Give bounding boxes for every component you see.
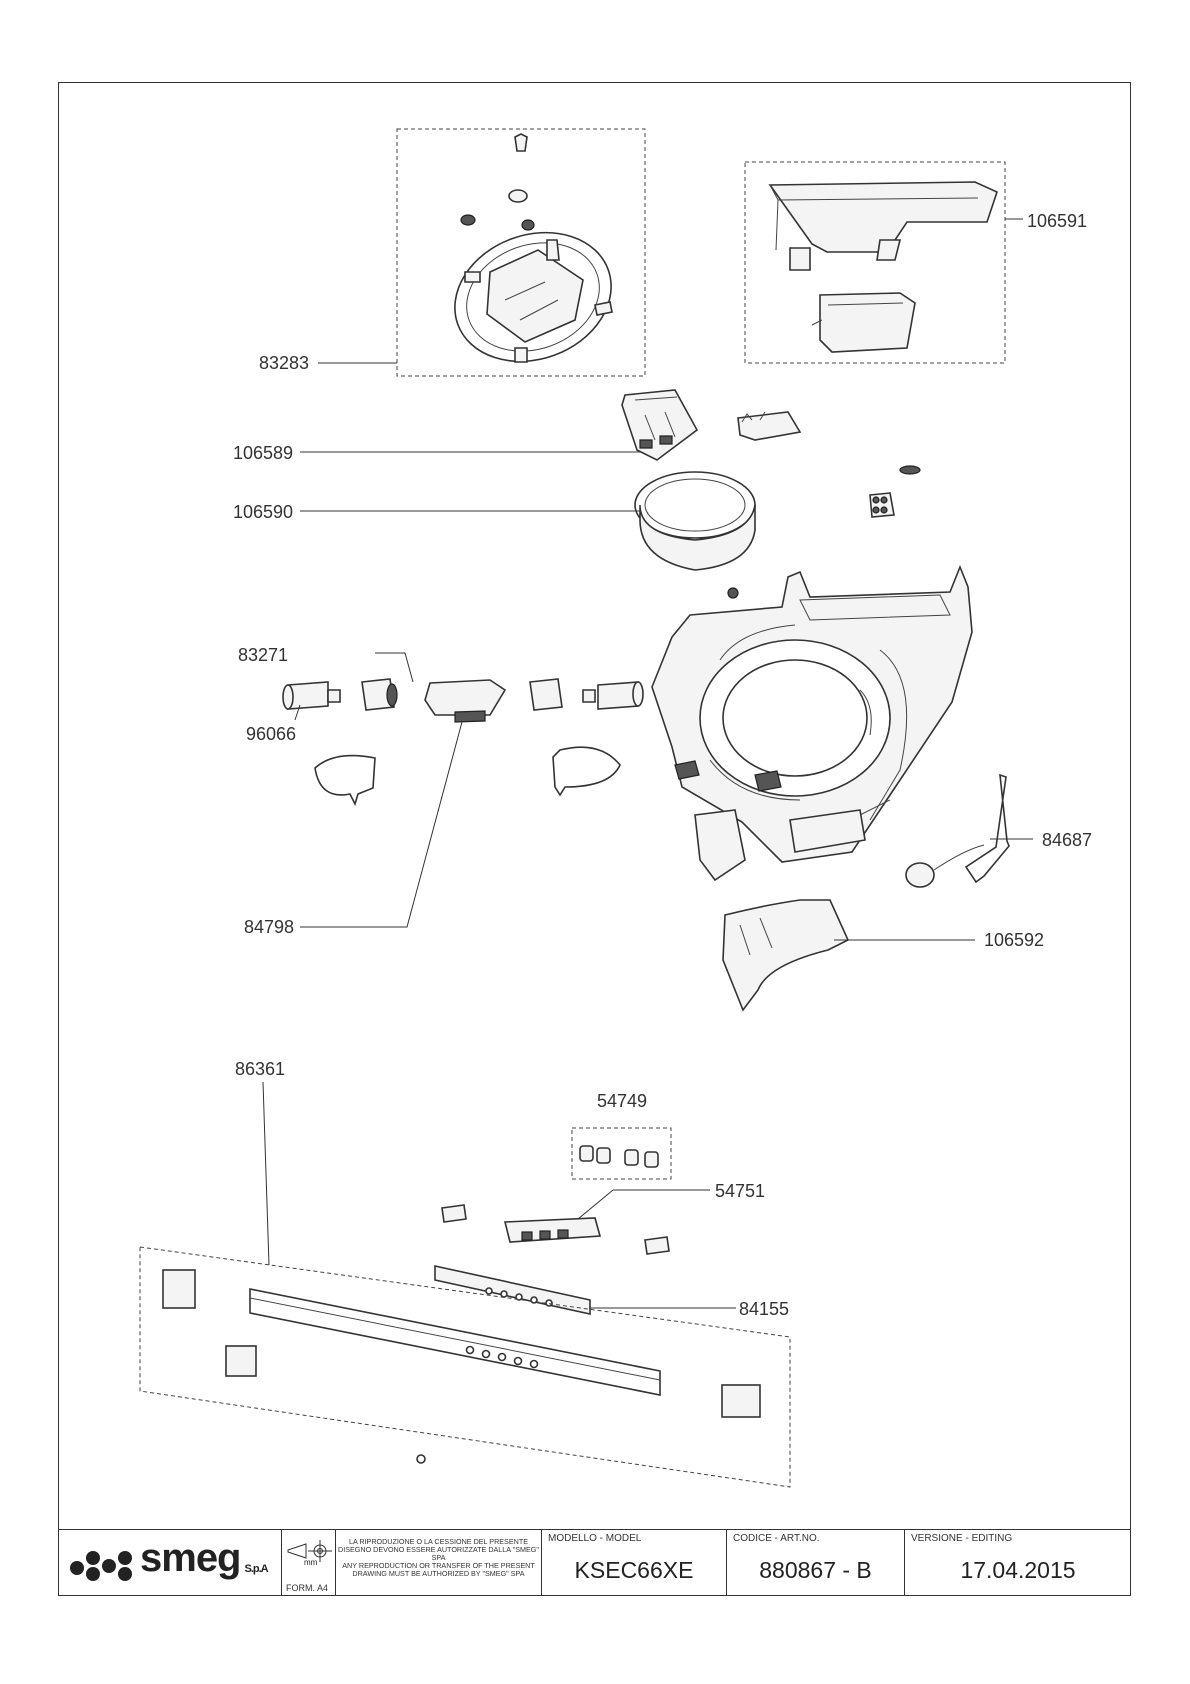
light-lenses — [314, 746, 621, 807]
legal-notice-en: ANY REPRODUCTION OR TRANSFER OF THE PRES… — [342, 1561, 535, 1578]
bracket-84155 — [434, 1265, 591, 1315]
drawing-sheet — [58, 82, 1131, 1596]
legal-notice: LA RIPRODUZIONE O LA CESSIONE DEL PRESEN… — [338, 1538, 539, 1578]
part-number-106592: 106592 — [984, 930, 1044, 950]
logo-dots-icon — [70, 1537, 140, 1581]
part-number-96066: 96066 — [246, 724, 296, 744]
part-number-106590: 106590 — [233, 502, 293, 522]
part-number-86361: 86361 — [235, 1059, 285, 1079]
motor-plate-assembly — [454, 133, 613, 363]
title-block: smeg S.p.A mm FORM. A4 LA RIPRODUZIONE O… — [58, 1529, 1131, 1596]
brand-name: smeg — [140, 1536, 241, 1580]
duct-cover-assembly — [768, 181, 998, 353]
projection-cell: mm FORM. A4 — [282, 1530, 336, 1596]
model-cell: MODELLO - MODEL KSEC66XE — [542, 1530, 727, 1596]
version-cell: VERSIONE - EDITING 17.04.2015 — [905, 1530, 1131, 1596]
code-value: 880867 - B — [759, 1557, 872, 1583]
exploded-parts-diagram: 83283 106591 106589 106590 — [139, 128, 1092, 1488]
part-number-106591: 106591 — [1027, 211, 1087, 231]
lamp-84687 — [905, 773, 1010, 888]
part-number-84798: 84798 — [244, 917, 294, 937]
unit-label: mm — [304, 1558, 318, 1567]
legal-cell: LA RIPRODUZIONE O LA CESSIONE DEL PRESEN… — [336, 1530, 542, 1596]
smeg-logo: smeg S.p.A — [70, 1536, 269, 1581]
hood-body-shell — [651, 564, 973, 882]
group-box-54749 — [571, 1127, 672, 1180]
deflector-106592 — [722, 899, 850, 1012]
code-label: CODICE - ART.NO. — [733, 1533, 820, 1544]
switch-106589 — [621, 389, 699, 461]
group-box-106591 — [744, 161, 1006, 364]
model-label: MODELLO - MODEL — [548, 1533, 642, 1544]
part-number-84687: 84687 — [1042, 830, 1092, 850]
part-number-83271: 83271 — [238, 645, 288, 665]
part-number-54749: 54749 — [597, 1091, 647, 1111]
part-number-54751: 54751 — [715, 1181, 765, 1201]
form-size: FORM. A4 — [286, 1583, 329, 1593]
control-board-54751 — [441, 1204, 670, 1255]
projection-symbol-icon — [287, 1540, 332, 1562]
brand-suffix: S.p.A — [244, 1563, 269, 1575]
group-box-83283 — [396, 128, 646, 377]
legal-notice-it: LA RIPRODUZIONE O LA CESSIONE DEL PRESEN… — [338, 1537, 539, 1562]
front-panel-86361 — [162, 1269, 761, 1464]
knob-buttons-54749 — [579, 1145, 659, 1168]
panel-outline-86361 — [139, 1246, 791, 1488]
pcb-small-parts — [737, 411, 921, 518]
model-value: KSEC66XE — [574, 1557, 694, 1583]
part-number-106589: 106589 — [233, 443, 293, 463]
logo-cell: smeg S.p.A — [58, 1530, 282, 1596]
code-cell: CODICE - ART.NO. 880867 - B — [727, 1530, 905, 1596]
knob-shafts — [282, 678, 644, 723]
version-label: VERSIONE - EDITING — [911, 1533, 1013, 1544]
ring-106590 — [634, 471, 756, 571]
part-number-83283: 83283 — [259, 353, 309, 373]
part-number-84155: 84155 — [739, 1299, 789, 1319]
version-value: 17.04.2015 — [960, 1557, 1076, 1583]
